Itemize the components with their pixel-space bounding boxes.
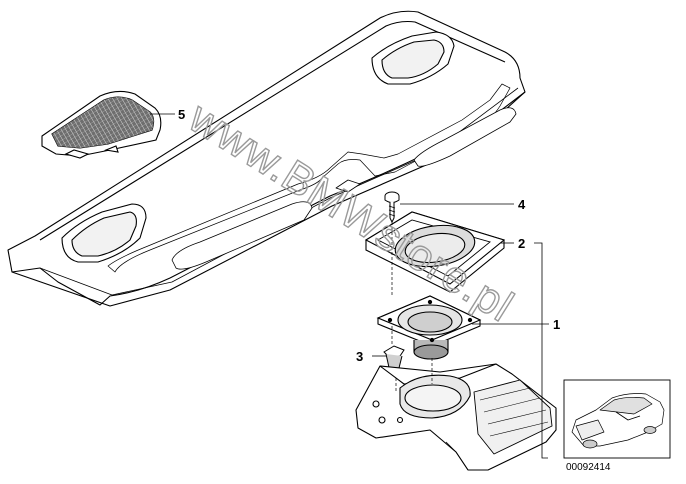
car-thumbnail [563, 379, 671, 459]
callout-3: 3 [356, 349, 363, 364]
callout-4: 4 [518, 197, 526, 212]
speaker-housing [355, 363, 557, 471]
diagram-code: 00092414 [566, 462, 611, 473]
callout-2: 2 [518, 236, 525, 251]
assembly-lines [391, 222, 433, 392]
screw-part-4 [384, 191, 400, 224]
callout-1: 1 [553, 317, 560, 332]
speaker-part-1 [376, 295, 482, 360]
rear-parcel-shelf [7, 10, 526, 307]
speaker-grille-part-5 [41, 90, 162, 159]
leader-lines [150, 113, 549, 459]
speaker-frame-part-2 [364, 211, 506, 293]
callout-5: 5 [178, 107, 185, 122]
